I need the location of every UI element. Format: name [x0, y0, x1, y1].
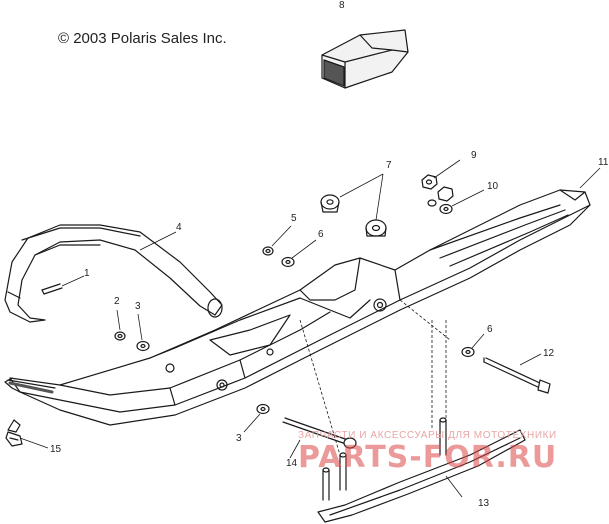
callout-6b: 6 [487, 324, 493, 335]
callout-4: 4 [176, 222, 182, 233]
part-12-bolt [483, 357, 551, 394]
part-4-handle [4, 224, 223, 323]
callout-15: 15 [50, 444, 62, 455]
watermark-logo: PARTS-FOR.RU [298, 440, 558, 475]
callout-3b: 3 [236, 433, 242, 444]
watermark-tagline: ЗАПЧАСТИ И АКСЕССУАРЫ ДЛЯ МОТОТЕХНИКИ [298, 430, 557, 441]
callout-8: 8 [339, 0, 345, 11]
part-7-spacers [320, 194, 387, 237]
part-9-10-nuts [421, 174, 454, 215]
copyright-notice: © 2003 Polaris Sales Inc. [58, 30, 227, 47]
ski-body [4, 189, 591, 426]
callout-6a: 6 [318, 229, 324, 240]
callout-10: 10 [487, 181, 499, 192]
callout-1: 1 [84, 268, 90, 279]
callout-11: 11 [598, 157, 609, 168]
callout-5: 5 [291, 213, 297, 224]
part-15-clip [5, 419, 23, 447]
part-1-pin [41, 283, 63, 295]
callout-7: 7 [386, 160, 392, 171]
callout-12: 12 [543, 348, 555, 359]
part-8-pad [321, 29, 409, 89]
callout-3a: 3 [135, 301, 141, 312]
callout-14: 14 [286, 458, 298, 469]
fasteners [114, 246, 475, 415]
callout-9: 9 [471, 150, 477, 161]
leader-lines [19, 159, 601, 498]
callout-13: 13 [478, 498, 490, 509]
callout-2: 2 [114, 296, 120, 307]
part-13-skag [317, 417, 526, 523]
